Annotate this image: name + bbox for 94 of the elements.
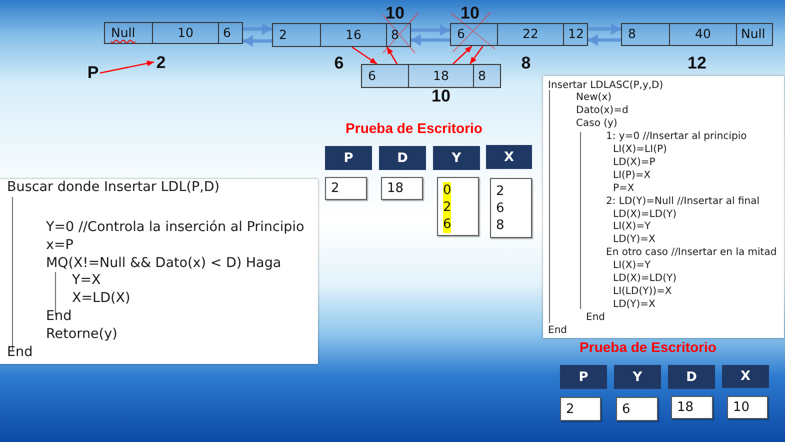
column-header: X [722,365,769,388]
trace-value: 6 [496,200,504,217]
address-label: 12 [688,54,706,72]
prev-pointer: Null [111,26,136,40]
column-header: D [668,365,715,389]
trace-value-box [490,178,532,238]
column-header: P [325,146,372,170]
column-header: X [486,145,532,169]
prev-pointer: 2 [279,28,287,42]
address-label: 10 [432,88,450,104]
list-node [104,22,243,44]
column-header: D [379,146,426,170]
code-line: LI(X)=LI(P) [613,143,667,156]
code-line: LI(LD(Y))=X [613,284,672,298]
trace-value-box: 2 [560,397,601,421]
column-header: Y [614,365,661,389]
next-pointer: Null [736,24,772,45]
arrow [469,46,484,64]
arrow [100,60,154,74]
highlighted-value: 2 [443,199,452,216]
trace-value: 8 [496,217,504,234]
code-line: Caso (y) [576,117,618,130]
code-line: x=P [46,237,74,254]
code-line: LD(Y)=X [613,298,656,311]
trace-value-box [437,177,479,236]
next-pointer: 12 [563,24,587,45]
code-line: 2: LD(Y)=Null //Insertar al final [606,194,760,208]
code-line: Insertar LDLASC(P,y,D) [548,78,664,92]
code-line: End [7,344,33,361]
code-line: LI(X)=Y [613,259,651,272]
code-line: LI(X)=Y [613,220,651,234]
trace-value-box: 6 [616,397,658,421]
trace-value-box: 10 [727,396,768,419]
highlighted-value: 0 [443,182,452,199]
address-label: 2 [154,52,168,72]
new-pointer-value: 10 [460,4,480,22]
address-label: 8 [521,54,531,72]
next-pointer: 8 [473,65,500,87]
arrow [588,35,621,45]
trace-value: 2 [496,183,504,200]
trace-value-box: 2 [325,177,367,200]
data-value: 22 [497,24,563,45]
code-line: End [46,308,72,325]
new-pointer-value: 10 [386,4,404,22]
table-title: Prueba de Escritorio [580,340,716,354]
arrow [411,35,450,45]
prev-pointer: 6 [457,28,465,41]
code-line: LD(Y)=X [613,233,656,246]
code-line: Dato(x)=d [576,104,628,118]
next-pointer: 8 [386,24,410,46]
code-line: En otro caso //Insertar en la mitad [606,246,777,260]
code-line: Y=X [72,272,101,289]
code-panel [543,76,784,338]
code-line: Retorne(y) [46,326,118,343]
arrow [243,24,272,34]
list-node [272,23,411,47]
arrow [243,36,272,46]
column-header: P [560,365,607,389]
data-value: 10 [152,23,218,43]
list-node [621,23,773,46]
code-line: X=LD(X) [72,290,130,307]
code-line: MQ(X!=Null && Dato(x) < D) Haga [46,255,282,272]
prev-pointer: 6 [368,70,376,82]
code-line: LI(P)=X [613,168,651,182]
prev-pointer: 8 [628,28,636,41]
next-pointer: 6 [218,23,242,43]
arrow [452,46,472,64]
table-title: Prueba de Escritorio [346,121,482,135]
code-line: LD(X)=LD(Y) [613,272,676,285]
data-value: 16 [320,24,386,46]
highlighted-value: 6 [443,216,452,233]
arrow [386,46,398,64]
trace-value-box: 18 [381,177,423,200]
arrow [352,46,378,65]
code-line: End [548,324,568,337]
arrow [588,24,621,34]
code-line: End [586,310,606,324]
code-line: 1: y=0 //Insertar al principio [606,130,747,144]
address-label: 6 [334,54,344,72]
data-value: 18 [408,65,473,87]
code-line: New(x) [576,91,612,104]
pointer-name: P [86,63,100,82]
column-header: Y [433,146,480,170]
trace-value-box: 18 [671,396,713,419]
list-node [361,64,501,88]
code-line: Buscar donde Insertar LDL(P,D) [7,179,220,196]
code-panel [0,179,318,364]
code-line: LD(X)=LD(Y) [613,208,676,220]
data-value: 40 [669,24,736,45]
list-node [450,23,588,46]
code-line: LD(X)=P [613,156,656,169]
code-line: Y=0 //Controla la inserción al Principio [46,219,304,236]
code-line: P=X [613,182,634,195]
arrow [411,25,450,35]
